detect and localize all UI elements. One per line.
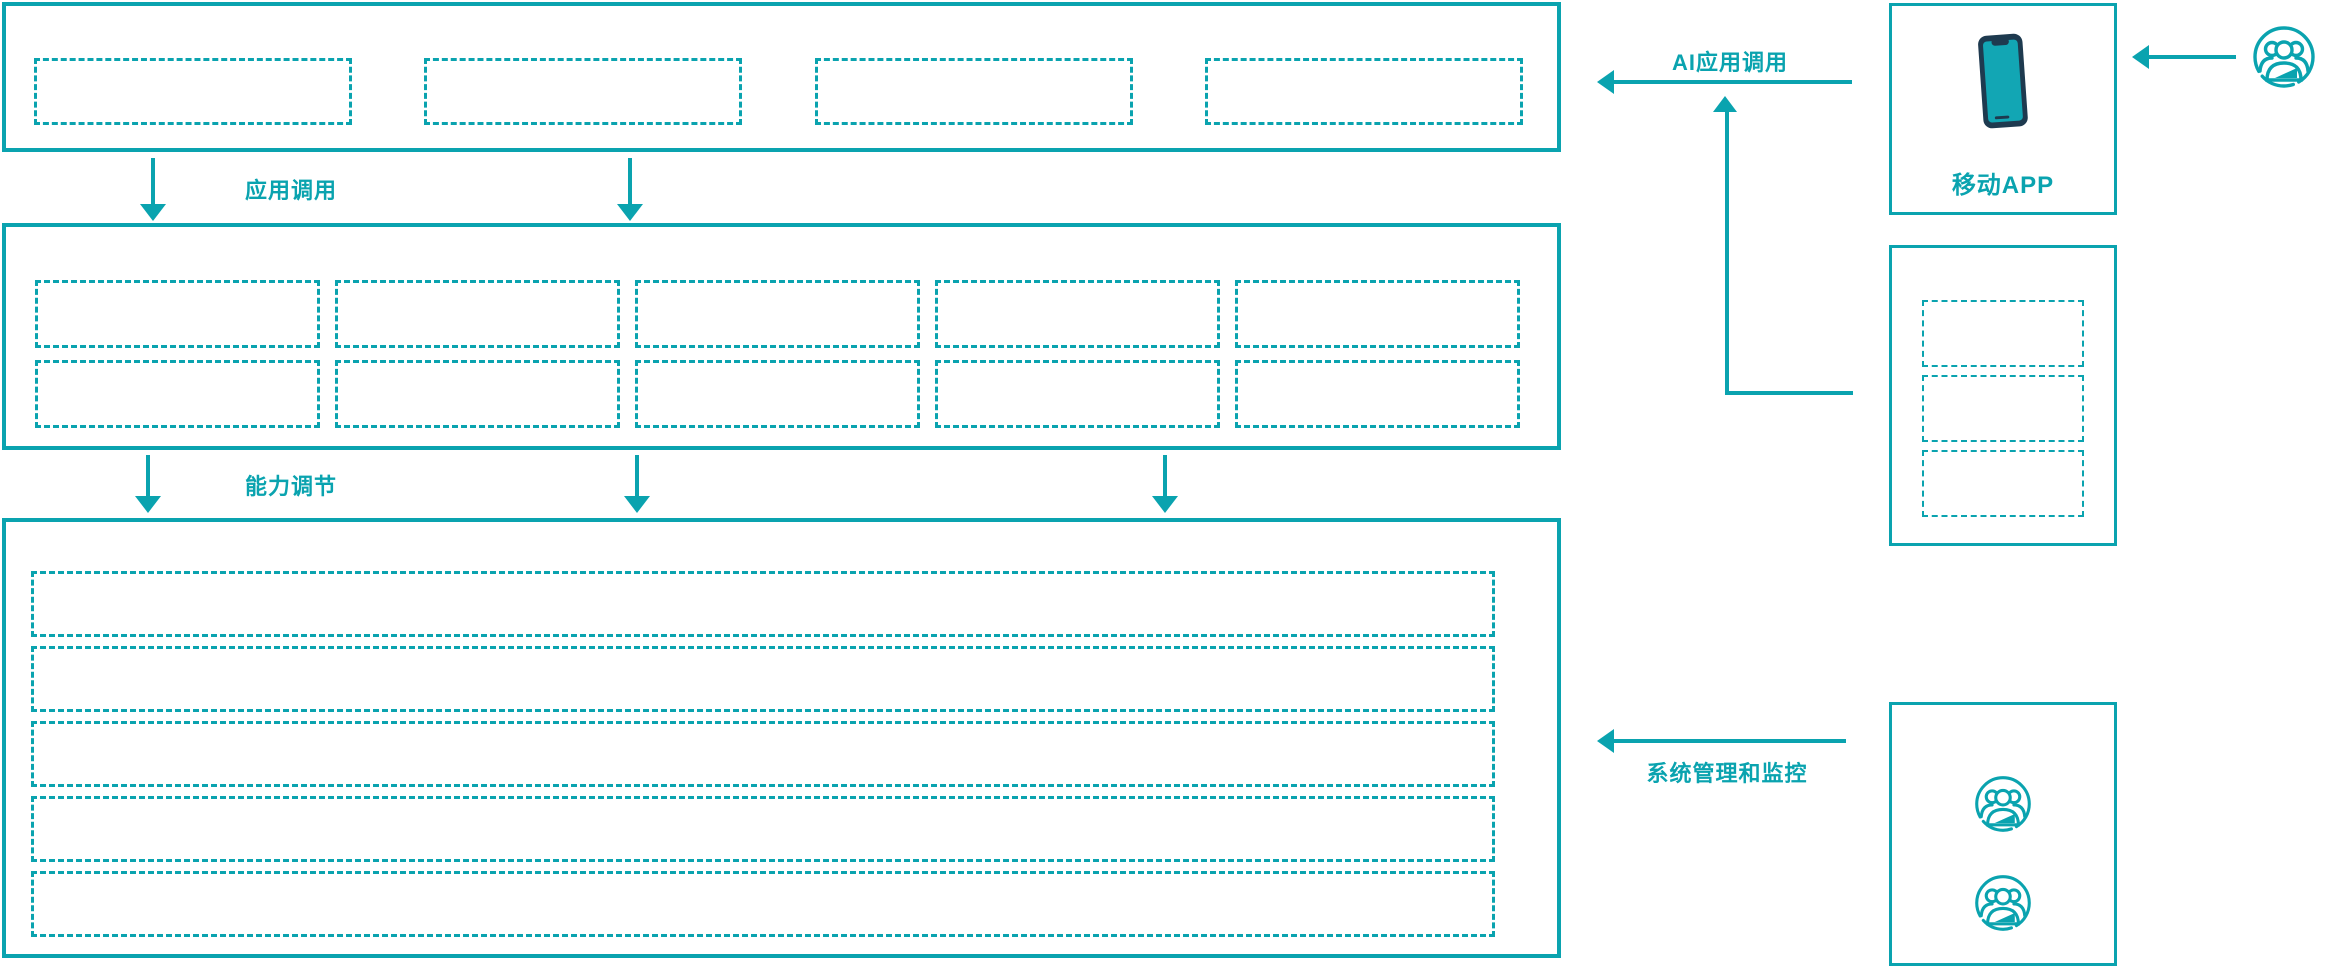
placeholder-row (31, 646, 1495, 712)
ai-app-call-label: AI应用调用 (1671, 50, 1788, 75)
capability-arrow-stem-2 (635, 455, 639, 496)
placeholder-box (1922, 300, 2084, 367)
capability-arrowhead-2 (624, 496, 650, 513)
placeholder-box (935, 360, 1220, 428)
placeholder-box (635, 360, 920, 428)
smartphone-icon (1974, 30, 2032, 139)
admin-box (1889, 702, 2117, 966)
app-call-arrowhead-1 (140, 204, 166, 221)
mobile-app-box: 移动APP (1889, 3, 2117, 215)
service-layer-placeholders (35, 280, 1520, 428)
application-layer-box (2, 2, 1561, 152)
placeholder-box (35, 280, 320, 348)
ai-app-call-arrow-line (1613, 80, 1852, 84)
placeholder-box (35, 360, 320, 428)
capability-arrowhead-3 (1152, 496, 1178, 513)
mobile-app-label: 移动APP (1951, 172, 2055, 199)
capability-layer-placeholders (31, 571, 1495, 937)
system-mgmt-arrow-line (1613, 739, 1846, 743)
placeholder-box (814, 58, 1133, 125)
app-call-label: 应用调用 (244, 178, 337, 203)
capability-layer-box (2, 518, 1561, 958)
system-management-label: 系统管理和监控 (1646, 761, 1808, 786)
placeholder-box (335, 360, 620, 428)
placeholder-box (34, 58, 352, 125)
placeholder-box (635, 280, 920, 348)
app-call-arrowhead-2 (617, 204, 643, 221)
application-layer-placeholders (34, 58, 1523, 125)
users-icon (1974, 775, 2032, 838)
placeholder-row (31, 571, 1495, 637)
placeholder-row (31, 871, 1495, 937)
client-box (1889, 245, 2117, 546)
user-arrowhead (2132, 45, 2149, 69)
admin-user-icons (1892, 705, 2114, 937)
service-layer-box (2, 223, 1561, 450)
ai-up-arrowhead (1713, 96, 1737, 112)
capability-arrow-stem-1 (146, 455, 150, 496)
app-call-arrow-stem-1 (151, 158, 155, 204)
users-icon (1974, 874, 2032, 937)
placeholder-box (335, 280, 620, 348)
user-arrow-line (2148, 55, 2236, 59)
placeholder-box (1235, 280, 1520, 348)
client-box-placeholders (1892, 248, 2114, 517)
placeholder-box (1922, 450, 2084, 517)
placeholder-row (31, 796, 1495, 862)
users-icon (2252, 25, 2316, 89)
ai-app-call-arrowhead (1597, 70, 1614, 94)
placeholder-row (31, 721, 1495, 787)
placeholder-box (1204, 58, 1523, 125)
placeholder-box (424, 58, 743, 125)
capability-arrow-stem-3 (1163, 455, 1167, 496)
app-call-arrow-stem-2 (628, 158, 632, 204)
capability-adjust-label: 能力调节 (244, 474, 337, 499)
capability-arrowhead-1 (135, 496, 161, 513)
placeholder-box (1235, 360, 1520, 428)
system-mgmt-arrowhead (1597, 729, 1614, 753)
placeholder-box (1922, 375, 2084, 442)
ai-up-arrow-stem (1725, 112, 1729, 393)
ai-elbow-line (1725, 391, 1853, 395)
placeholder-box (935, 280, 1220, 348)
